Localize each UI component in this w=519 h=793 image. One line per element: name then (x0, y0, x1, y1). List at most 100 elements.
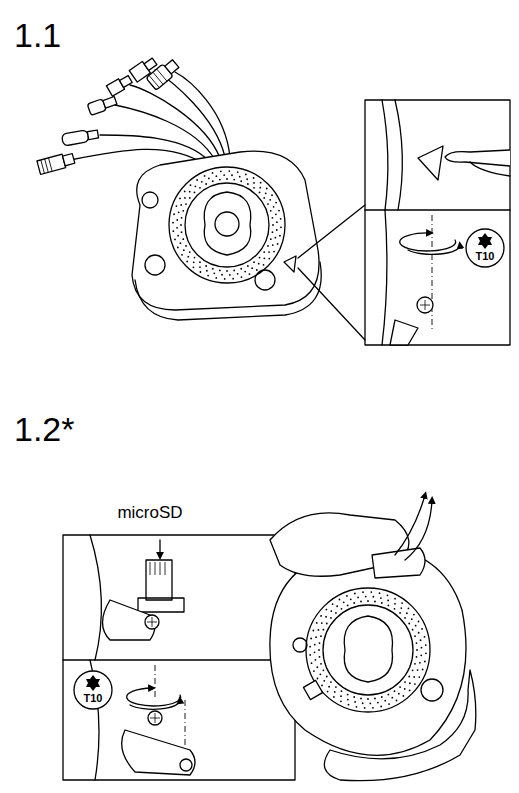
hole (394, 598, 396, 600)
hole (318, 629, 320, 631)
hole (425, 644, 427, 646)
hole (381, 602, 383, 604)
hole (422, 669, 424, 671)
hole (237, 273, 239, 275)
hole (362, 591, 364, 593)
hole (184, 197, 186, 199)
hole (212, 180, 214, 182)
hole (387, 594, 389, 596)
hole (279, 235, 281, 237)
hole (421, 647, 423, 649)
hole (317, 678, 319, 680)
hole (208, 178, 210, 180)
hole (316, 666, 318, 668)
speaker-holes (309, 591, 427, 709)
hole (194, 257, 196, 259)
speaker-holes (172, 170, 282, 280)
hole (379, 592, 381, 594)
hole (259, 187, 261, 189)
hole (418, 676, 420, 678)
hole (232, 278, 234, 280)
hole (180, 242, 182, 244)
hole (221, 274, 223, 276)
hole (280, 218, 282, 220)
hole (360, 601, 362, 603)
hole (263, 264, 265, 266)
hole (270, 210, 272, 212)
hole (233, 270, 235, 272)
hole (179, 198, 181, 200)
hole (180, 224, 182, 226)
hole (320, 635, 322, 637)
hole (341, 690, 343, 692)
hole (185, 245, 187, 247)
hole (215, 277, 217, 279)
hole (309, 654, 311, 656)
hole (341, 608, 343, 610)
hole (270, 238, 272, 240)
hole (187, 256, 189, 258)
hole (332, 603, 334, 605)
hole (275, 213, 277, 215)
hole (404, 681, 406, 683)
hole (196, 179, 198, 181)
camera-base (132, 151, 321, 320)
hole (199, 261, 201, 263)
hole (263, 257, 265, 259)
hole (239, 176, 241, 178)
hole (416, 642, 418, 644)
hole (229, 274, 231, 276)
step-number: 1.2* (14, 410, 75, 449)
hole (394, 690, 396, 692)
hole (380, 597, 382, 599)
hole (177, 235, 179, 237)
hole (314, 651, 316, 653)
hole (237, 171, 239, 173)
hole (212, 172, 214, 174)
hole (199, 266, 201, 268)
hole (364, 707, 366, 709)
hole (381, 696, 383, 698)
hole (424, 636, 426, 638)
hole (318, 649, 320, 651)
detail-box (63, 535, 295, 780)
hole (266, 188, 268, 190)
hole (253, 177, 255, 179)
hole (193, 266, 195, 268)
hole (404, 617, 406, 619)
hole (350, 598, 352, 600)
hole (178, 211, 180, 213)
hole (246, 178, 248, 180)
hole (181, 254, 183, 256)
hole (314, 644, 316, 646)
hole (172, 222, 174, 224)
hole (184, 191, 186, 193)
hole (256, 269, 258, 271)
hole (321, 685, 323, 687)
hole (365, 596, 367, 598)
hole (346, 595, 348, 597)
step-number: 1.1 (14, 16, 61, 55)
hole (205, 265, 207, 267)
hole (367, 698, 369, 700)
cables (37, 56, 230, 175)
hole (323, 680, 325, 682)
hole (183, 249, 185, 251)
hole (418, 621, 420, 623)
hole (414, 635, 416, 637)
hole (377, 702, 379, 704)
hole (370, 591, 372, 593)
hole (394, 608, 396, 610)
hole (408, 608, 410, 610)
hole (315, 659, 317, 661)
hole (268, 251, 270, 253)
hole (224, 278, 226, 280)
hole (176, 219, 178, 221)
hole (340, 700, 342, 702)
hole (174, 239, 176, 241)
hole (189, 251, 191, 253)
hole (189, 197, 191, 199)
hole (172, 230, 174, 232)
hole (413, 614, 415, 616)
hole (259, 257, 261, 259)
